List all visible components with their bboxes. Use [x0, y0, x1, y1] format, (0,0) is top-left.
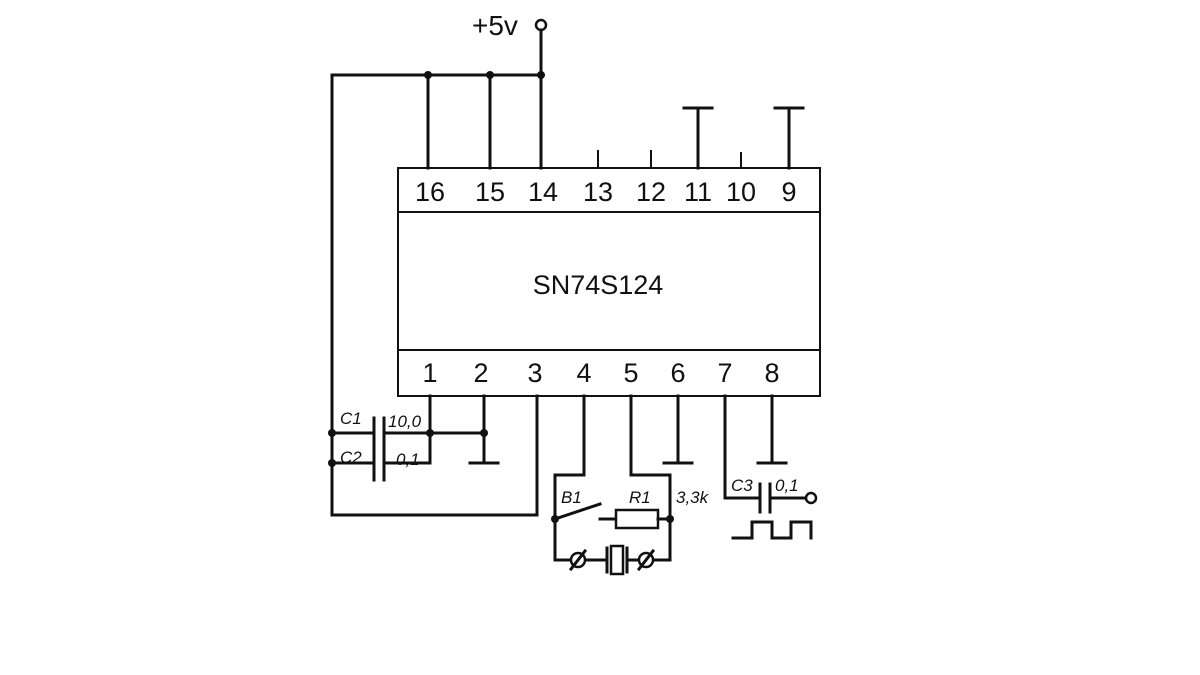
switch-b1-blade — [553, 502, 602, 521]
supply-wiring — [330, 28, 545, 517]
bottom-pin-labels: 1 2 3 4 5 6 7 8 — [422, 358, 779, 388]
supply-terminal: +5v — [472, 10, 548, 41]
pin-6-ground — [662, 394, 694, 465]
crystal-body — [609, 544, 625, 576]
pin-10-label: 10 — [726, 177, 756, 207]
chip-outline — [397, 167, 821, 397]
connector-slash — [568, 548, 588, 572]
switch-resistor-network: B1 R1 3,3k — [551, 394, 710, 576]
c2-value: 0,1 — [396, 450, 420, 469]
c2-name: C2 — [340, 448, 362, 467]
junction-dot — [486, 71, 494, 79]
capacitor-network: C1 10,0 C2 0,1 — [328, 394, 500, 482]
b1-name: B1 — [561, 488, 582, 507]
pin-1-label: 1 — [422, 358, 437, 388]
output-terminal — [804, 491, 818, 505]
supply-label: +5v — [472, 10, 518, 41]
square-wave-icon — [731, 520, 813, 540]
c1-value: 10,0 — [388, 412, 422, 431]
pin-8-label: 8 — [764, 358, 779, 388]
pin-9-label: 9 — [781, 177, 796, 207]
pin-stubs — [597, 150, 742, 168]
pin-7-label: 7 — [717, 358, 732, 388]
pin-16-label: 16 — [415, 177, 445, 207]
pin-11-terminal — [682, 106, 714, 170]
wire-crystal-left — [553, 517, 609, 562]
wire-pin-4 — [553, 394, 586, 521]
connector-slash — [636, 548, 656, 572]
crystal — [605, 544, 629, 576]
pin-8-ground — [756, 394, 788, 465]
pin-13-label: 13 — [583, 177, 613, 207]
pin-15-label: 15 — [475, 177, 505, 207]
c1-name: C1 — [340, 409, 362, 428]
junction-dot — [328, 459, 336, 467]
pin-11-label: 11 — [684, 177, 712, 207]
junction-dot — [480, 429, 488, 437]
pin-5-label: 5 — [623, 358, 638, 388]
chip-name: SN74S124 — [533, 270, 664, 300]
junction-dot — [537, 71, 545, 79]
top-pin-labels: 16 15 14 13 12 11 10 9 — [415, 177, 797, 207]
pin-3-label: 3 — [527, 358, 542, 388]
pin-14-label: 14 — [528, 177, 558, 207]
capacitor-c1: C1 10,0 — [340, 409, 422, 450]
output-network: C3 0,1 — [723, 394, 818, 540]
r1-name: R1 — [629, 488, 651, 507]
capacitor-c2: C2 0,1 — [340, 446, 420, 482]
wire-pin-7 — [723, 394, 760, 500]
pin-2-label: 2 — [473, 358, 488, 388]
connector-left — [568, 548, 588, 572]
pin-9-terminal — [773, 106, 805, 170]
wire-pin-5 — [629, 394, 672, 521]
c3-name: C3 — [731, 476, 753, 495]
pin-4-label: 4 — [576, 358, 591, 388]
c3-value: 0,1 — [775, 476, 799, 495]
junction-dot — [424, 71, 432, 79]
pin-6-label: 6 — [670, 358, 685, 388]
wire-c2-right — [384, 431, 432, 465]
pin-12-label: 12 — [636, 177, 666, 207]
connector-right — [636, 548, 656, 572]
r1-value: 3,3k — [676, 488, 710, 507]
junction-dot — [426, 429, 434, 437]
resistor-r1 — [614, 508, 660, 530]
ic-chip: SN74S124 — [397, 167, 821, 397]
junction-dot — [328, 429, 336, 437]
wire-pin-3-loop — [330, 394, 539, 517]
